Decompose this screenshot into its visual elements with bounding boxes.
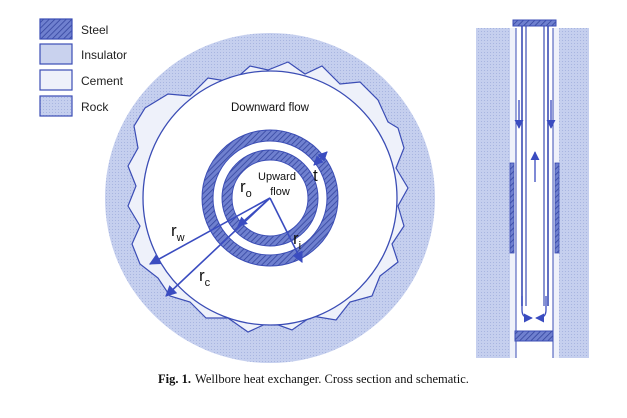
- rock-left: [476, 28, 510, 358]
- wellhead-cap: [512, 19, 557, 27]
- figure-caption: Fig. 1.Wellbore heat exchanger. Cross se…: [0, 372, 627, 387]
- cement-swatch: [39, 69, 73, 91]
- r-o-arrow: [237, 197, 271, 227]
- r-w-arrow: [149, 197, 271, 265]
- steel-swatch: [39, 18, 73, 40]
- bottom-plug: [514, 330, 554, 342]
- legend: Steel Insulator Cement Rock: [39, 18, 127, 117]
- casing-right: [554, 162, 560, 254]
- r-o-label: ro: [240, 177, 252, 200]
- rock-right: [559, 28, 589, 358]
- r-i-arrow: [269, 197, 303, 264]
- upward-label: Upward: [258, 171, 296, 183]
- t-label: t: [313, 166, 318, 185]
- casing-left: [509, 162, 515, 254]
- legend-item-insulator: Insulator: [39, 43, 127, 65]
- legend-item-steel: Steel: [39, 18, 108, 40]
- legend-label-rock: Rock: [81, 100, 109, 114]
- well-schematic: [476, 19, 589, 358]
- legend-item-rock: Rock: [39, 95, 109, 117]
- r-c-arrow: [165, 197, 271, 297]
- rock-swatch: [39, 95, 73, 117]
- r-c-label: rc: [199, 266, 211, 289]
- caption-text: Wellbore heat exchanger. Cross section a…: [195, 372, 469, 386]
- r-i-label: ri: [293, 229, 301, 252]
- bottom-return-arrow-right: [535, 296, 547, 323]
- legend-item-cement: Cement: [39, 69, 124, 91]
- t-arrow: [313, 151, 328, 166]
- bottom-return-arrow-left: [521, 296, 533, 323]
- legend-label-steel: Steel: [81, 23, 108, 37]
- insulator-swatch: [39, 43, 73, 65]
- r-w-label: rw: [171, 221, 185, 244]
- legend-label-insulator: Insulator: [81, 48, 127, 62]
- legend-label-cement: Cement: [81, 74, 124, 88]
- flow-label: flow: [270, 186, 290, 198]
- caption-label: Fig. 1.: [158, 372, 192, 386]
- downward-flow-label: Downward flow: [231, 102, 310, 114]
- cross-section: Downward flow Upward flow t ro ri rw rc: [105, 33, 435, 363]
